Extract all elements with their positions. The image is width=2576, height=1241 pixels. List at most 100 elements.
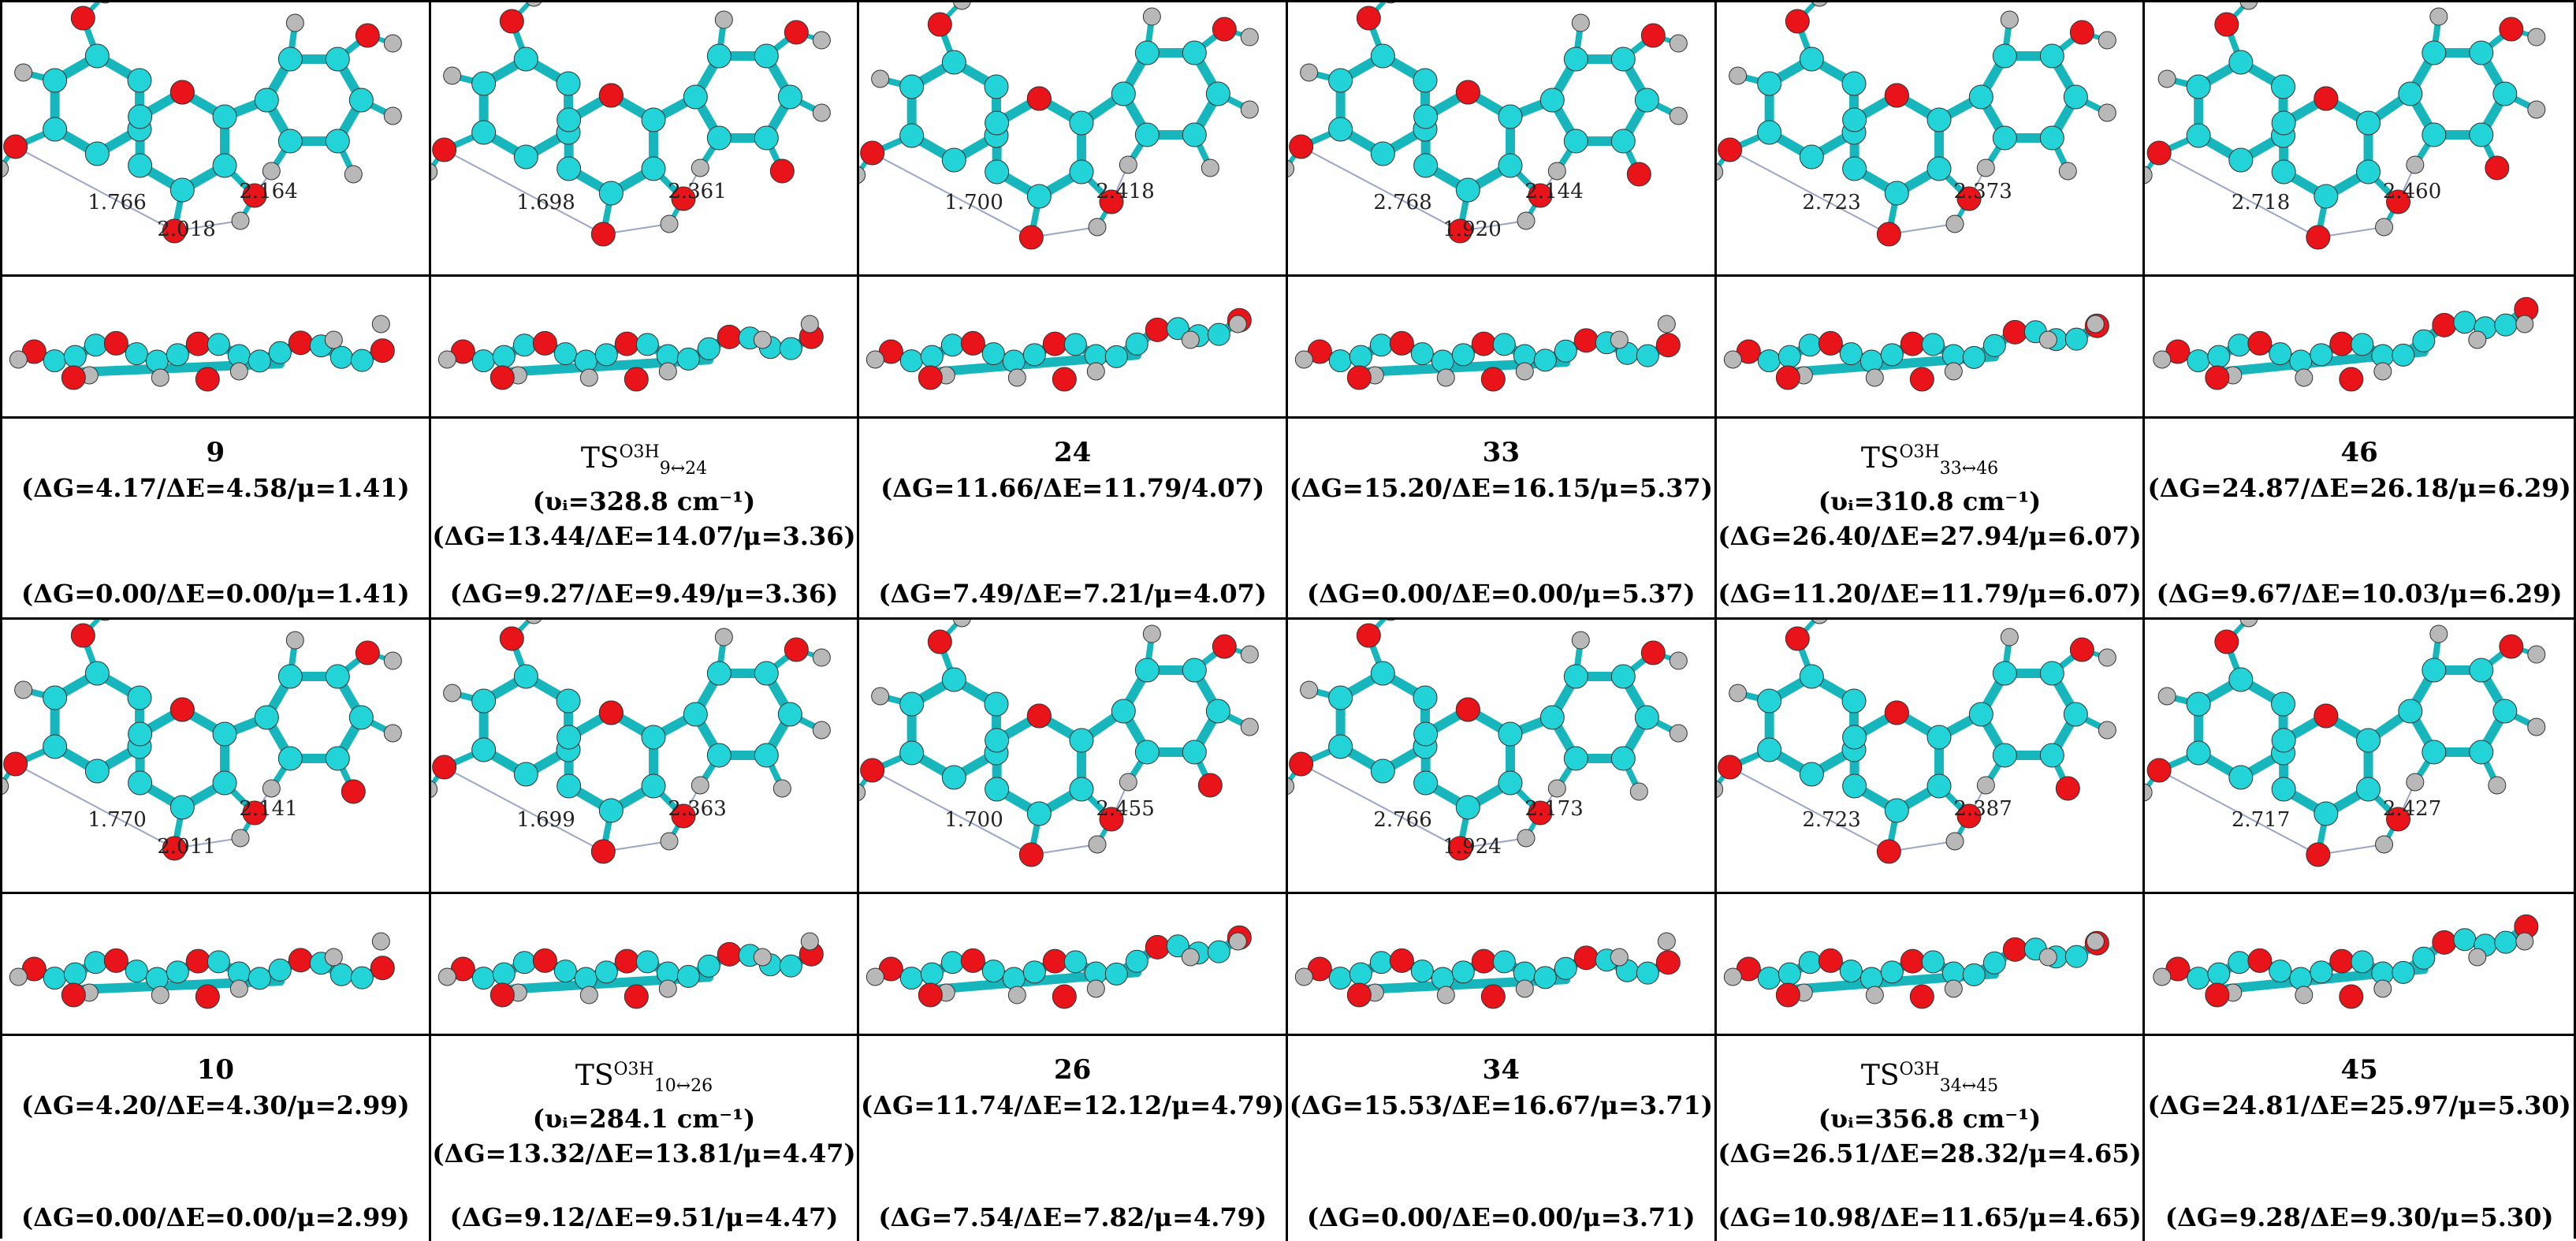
carbon-atom: [1757, 349, 1781, 373]
structure-label-cell: TSO3H10↔26(υᵢ=284.1 cm⁻¹)(ΔG=13.32/ΔE=13…: [430, 1036, 860, 1241]
carbon-atom: [2186, 74, 2211, 99]
carbon-atom: [1926, 156, 1952, 181]
carbon-atom: [984, 74, 1009, 99]
hydrogen-atom: [800, 932, 819, 951]
hydrogen-atom: [2468, 330, 2487, 349]
structure-label-cell: 9(ΔG=4.17/ΔE=4.58/μ=1.41)(ΔG=0.00/ΔE=0.0…: [2, 419, 431, 620]
carbon-atom: [84, 758, 110, 784]
structure-label-cell: 45(ΔG=24.81/ΔE=25.97/μ=5.30)(ΔG=9.28/ΔE=…: [2145, 1036, 2574, 1241]
hydrogen-atom: [579, 986, 598, 1004]
distance-label: 2.460: [2383, 180, 2441, 203]
oxygen-atom: [1909, 984, 1934, 1009]
oxygen-atom: [103, 330, 128, 356]
carbon-atom: [1554, 339, 1577, 363]
carbon-atom: [207, 950, 230, 974]
hydrogen-atom: [324, 948, 343, 967]
hydrogen-atom: [1008, 986, 1027, 1004]
carbon-atom: [1135, 658, 1160, 683]
carbon-atom: [1880, 343, 1904, 367]
energy-values-primary: (ΔG=15.53/ΔE=16.67/μ=3.71): [1289, 1090, 1713, 1120]
oxygen-atom: [1876, 839, 1901, 864]
hydrogen-atom: [1288, 777, 1295, 795]
carbon-atom: [2271, 110, 2296, 136]
carbon-atom: [921, 345, 944, 368]
oxygen-atom: [1775, 982, 1800, 1008]
hydrogen-atom: [2098, 103, 2116, 122]
oxygen-atom: [1909, 367, 1934, 392]
carbon-atom: [985, 777, 1010, 802]
carbon-atom: [942, 765, 967, 790]
carbon-atom: [1610, 746, 1636, 771]
carbon-atom: [1756, 688, 1781, 714]
oxygen-atom: [2306, 225, 2331, 250]
carbon-atom: [556, 725, 581, 750]
carbon-atom: [899, 740, 925, 766]
carbon-atom: [248, 967, 271, 990]
hydrogen-atom: [2058, 162, 2077, 181]
carbon-atom: [1410, 342, 1434, 366]
hydrogen-atom: [2406, 773, 2425, 792]
distance-label: 1.920: [1442, 218, 1501, 241]
oxygen-atom: [671, 186, 696, 211]
hydrogen-atom: [2157, 687, 2176, 706]
hydrogen-atom: [262, 162, 281, 181]
hydrogen-atom: [1300, 63, 1319, 82]
carbon-atom: [1182, 40, 1208, 65]
oxygen-atom: [61, 365, 86, 390]
oxygen-atom: [2205, 982, 2230, 1008]
oxygen-atom: [185, 948, 210, 974]
carbon-atom: [556, 156, 581, 181]
oxygen-atom: [490, 365, 515, 390]
oxygen-atom: [169, 80, 195, 105]
carbon-atom: [2398, 699, 2423, 724]
carbon-atom: [1431, 349, 1454, 373]
molecule-side-structure: [866, 925, 1253, 1009]
distance-label: 2.387: [1953, 797, 2012, 821]
carbon-atom: [1431, 967, 1454, 990]
hydrogen-atom: [1143, 624, 1162, 643]
oxygen-atom: [1717, 755, 1742, 780]
hydrogen-atom: [953, 2, 971, 10]
transition-state-label: TSO3H33↔46: [1860, 442, 1999, 479]
carbon-atom: [1841, 107, 1867, 132]
carbon-atom: [1182, 740, 1208, 765]
oxygen-atom: [1775, 365, 1800, 390]
carbon-atom: [942, 147, 967, 173]
molecule-structure: 2.718 2.460: [2145, 2, 2546, 250]
carbon-atom: [1757, 967, 1781, 990]
carbon-atom: [2228, 951, 2251, 975]
oxygen-atom: [918, 982, 944, 1008]
oxygen-atom: [162, 836, 187, 861]
distance-label: 2.718: [2232, 191, 2290, 214]
carbon-atom: [1634, 705, 1659, 730]
carbon-atom: [683, 702, 708, 727]
oxygen-atom: [2146, 140, 2172, 166]
hydrogen-atom: [1547, 162, 1566, 181]
carbon-atom: [1328, 967, 1352, 990]
carbon-atom: [1533, 348, 1557, 372]
hydrogen-atom: [772, 779, 791, 798]
distance-label: 2.723: [1802, 808, 1860, 832]
carbon-atom: [2271, 159, 2296, 184]
structure-label-cell: 26(ΔG=11.74/ΔE=12.12/μ=4.79)(ΔG=7.54/ΔE=…: [859, 1036, 1288, 1241]
structure-label-cell: 34(ΔG=15.53/ΔE=16.67/μ=3.71)(ΔG=0.00/ΔE=…: [1288, 1036, 1717, 1241]
oxygen-atom: [370, 956, 395, 981]
oxygen-atom: [671, 803, 696, 829]
oxygen-atom: [532, 330, 557, 356]
carbon-atom: [2186, 740, 2211, 766]
carbon-atom: [212, 770, 237, 796]
carbon-atom: [2228, 334, 2251, 357]
hydrogen-atom: [1811, 620, 1827, 624]
carbon-atom: [1370, 758, 1395, 784]
carbon-atom: [268, 958, 292, 982]
carbon-atom: [598, 181, 624, 206]
carbon-atom: [43, 349, 66, 373]
hydrogen-atom: [1571, 631, 1590, 650]
carbon-atom: [2392, 343, 2415, 367]
oxygen-atom: [1099, 807, 1124, 832]
carbon-atom: [512, 334, 536, 357]
